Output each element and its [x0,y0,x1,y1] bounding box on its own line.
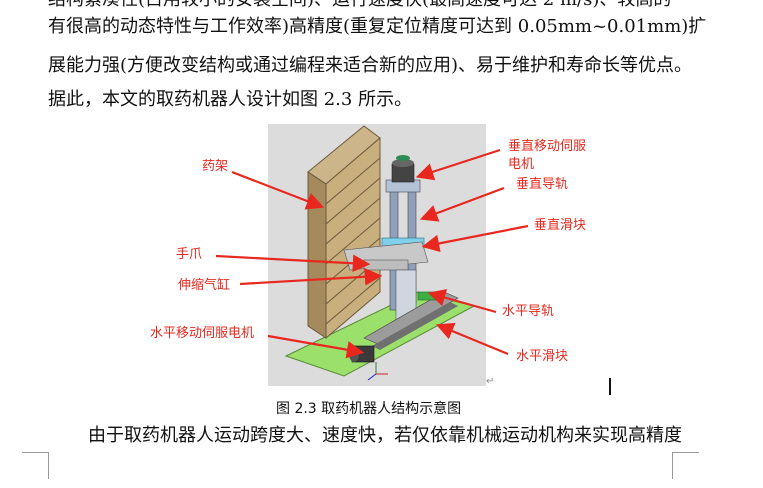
label-horizontal-servo-motor: 水平移动伺服电机 [150,326,255,341]
body-text-line: 由于取药机器人运动跨度大、速度快，若仅依靠机械运动机构来实现高精度 [88,425,682,446]
label-horizontal-slider: 水平滑块 [516,349,569,364]
label-horizontal-guide: 水平导轨 [502,304,555,319]
page-margin-corner-right [672,452,699,479]
label-telescopic-cylinder: 伸缩气缸 [178,278,231,293]
text-cursor [609,378,611,395]
body-text-line: 据此，本文的取药机器人设计如图 2.3 所示。 [48,89,413,110]
horizontal-slider [417,291,437,301]
label-vertical-slider: 垂直滑块 [534,218,587,233]
label-gripper: 手爪 [176,247,203,262]
label-vertical-guide: 垂直导轨 [516,177,569,192]
rack-front [325,136,381,340]
body-text-line: 展能力强(方便改变结构或通过编程来适合新的应用)、易于维护和寿命长等优点。 [48,55,693,76]
rack-side [307,171,327,339]
label-vertical-servo-motor: 垂直移动伺服电机 [508,139,587,172]
robot-illustration [284,125,476,381]
page-margin-corner-left [22,452,49,479]
body-text-line: 结构紧凑性(占用较小的安装空间)、运行速度快(最高速度可达 2 m/s)、较高的 [48,0,671,11]
body-text-line: 有很高的动态特性与工作效率)高精度(重复定位精度可达到 0.05mm~0.01m… [48,16,707,37]
label-medicine-rack: 药架 [202,159,229,174]
robot-structure-figure [268,124,486,386]
paragraph-mark: ↵ [486,376,495,387]
figure-caption: 图 2.3 取药机器人结构示意图 [276,401,462,417]
